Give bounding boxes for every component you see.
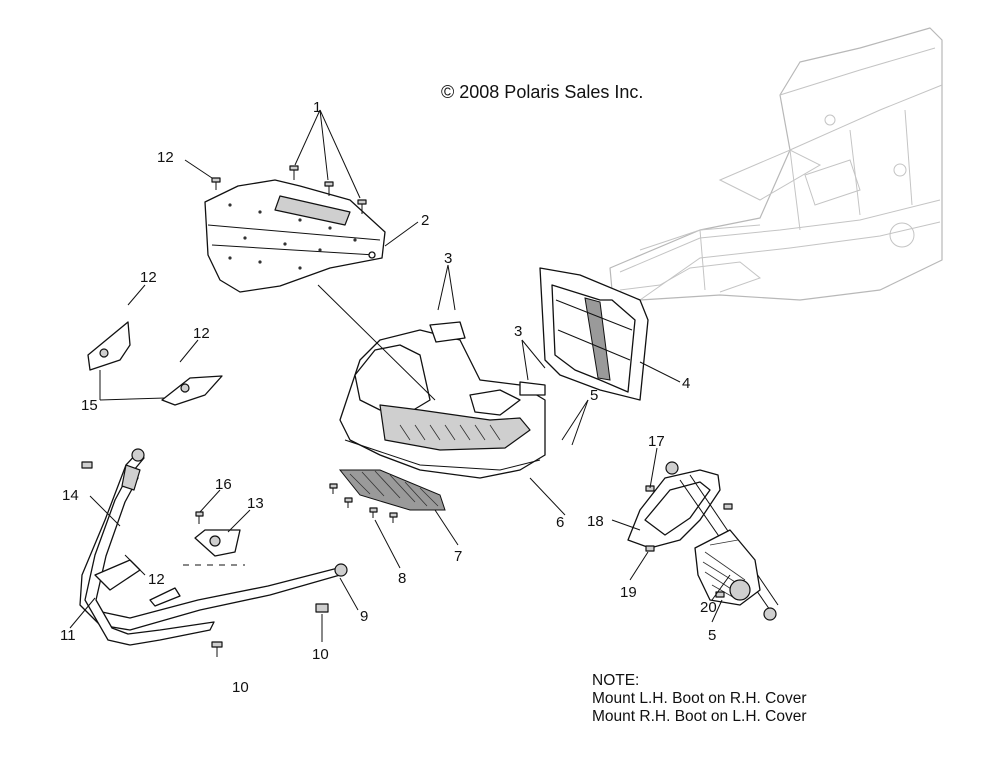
callout-17: 17 bbox=[648, 433, 665, 450]
callout-leader-lines bbox=[69, 109, 731, 642]
callout-11: 11 bbox=[60, 627, 76, 644]
callout-9: 9 bbox=[360, 608, 368, 625]
rear-panel-part-4 bbox=[539, 267, 649, 401]
callout-19: 19 bbox=[620, 584, 637, 601]
callout-4: 4 bbox=[682, 375, 690, 392]
mount-part-13 bbox=[194, 511, 241, 557]
callout-2: 2 bbox=[421, 212, 429, 229]
mounting-note: NOTE: Mount L.H. Boot on R.H. Cover Moun… bbox=[592, 672, 807, 726]
callout-13: 13 bbox=[247, 495, 264, 512]
callout-10: 10 bbox=[312, 646, 329, 663]
callout-5: 5 bbox=[708, 627, 716, 644]
bumper-part-11 bbox=[79, 448, 348, 646]
boot-and-cover-part-18-20 bbox=[627, 461, 779, 621]
callout-18: 18 bbox=[587, 513, 604, 530]
fasteners-part-1 bbox=[211, 165, 367, 214]
callout-12: 12 bbox=[193, 325, 210, 342]
note-title: NOTE: bbox=[592, 672, 640, 689]
skid-plate-part-2 bbox=[204, 179, 386, 293]
side-brackets-part-15 bbox=[87, 321, 223, 406]
callout-14: 14 bbox=[62, 487, 79, 504]
screws-part-8 bbox=[329, 483, 398, 523]
callout-20: 20 bbox=[700, 599, 717, 616]
callout-3: 3 bbox=[514, 323, 522, 340]
copyright-text: © 2008 Polaris Sales Inc. bbox=[441, 82, 643, 102]
callout-1: 1 bbox=[313, 99, 321, 116]
callout-7: 7 bbox=[454, 548, 462, 565]
callout-6: 6 bbox=[556, 514, 564, 531]
note-line-2: Mount R.H. Boot on L.H. Cover bbox=[592, 708, 807, 725]
callout-labels: 1 2 3 3 4 5 5 6 7 8 9 10 10 11 12 12 12 … bbox=[60, 99, 717, 696]
note-line-1: Mount L.H. Boot on R.H. Cover bbox=[592, 690, 807, 707]
mesh-grille-part-7 bbox=[338, 469, 446, 511]
callout-5: 5 bbox=[590, 387, 598, 404]
callout-12: 12 bbox=[148, 571, 165, 588]
bulkhead-part-6 bbox=[339, 321, 546, 479]
callout-15: 15 bbox=[81, 397, 98, 414]
callout-3: 3 bbox=[444, 250, 452, 267]
callout-16: 16 bbox=[215, 476, 232, 493]
callout-10: 10 bbox=[232, 679, 249, 696]
callout-12: 12 bbox=[157, 149, 174, 166]
chassis-ghost-illustration bbox=[609, 27, 943, 301]
fasteners-part-9-10 bbox=[81, 461, 329, 657]
callout-12: 12 bbox=[140, 269, 157, 286]
callout-8: 8 bbox=[398, 570, 406, 587]
